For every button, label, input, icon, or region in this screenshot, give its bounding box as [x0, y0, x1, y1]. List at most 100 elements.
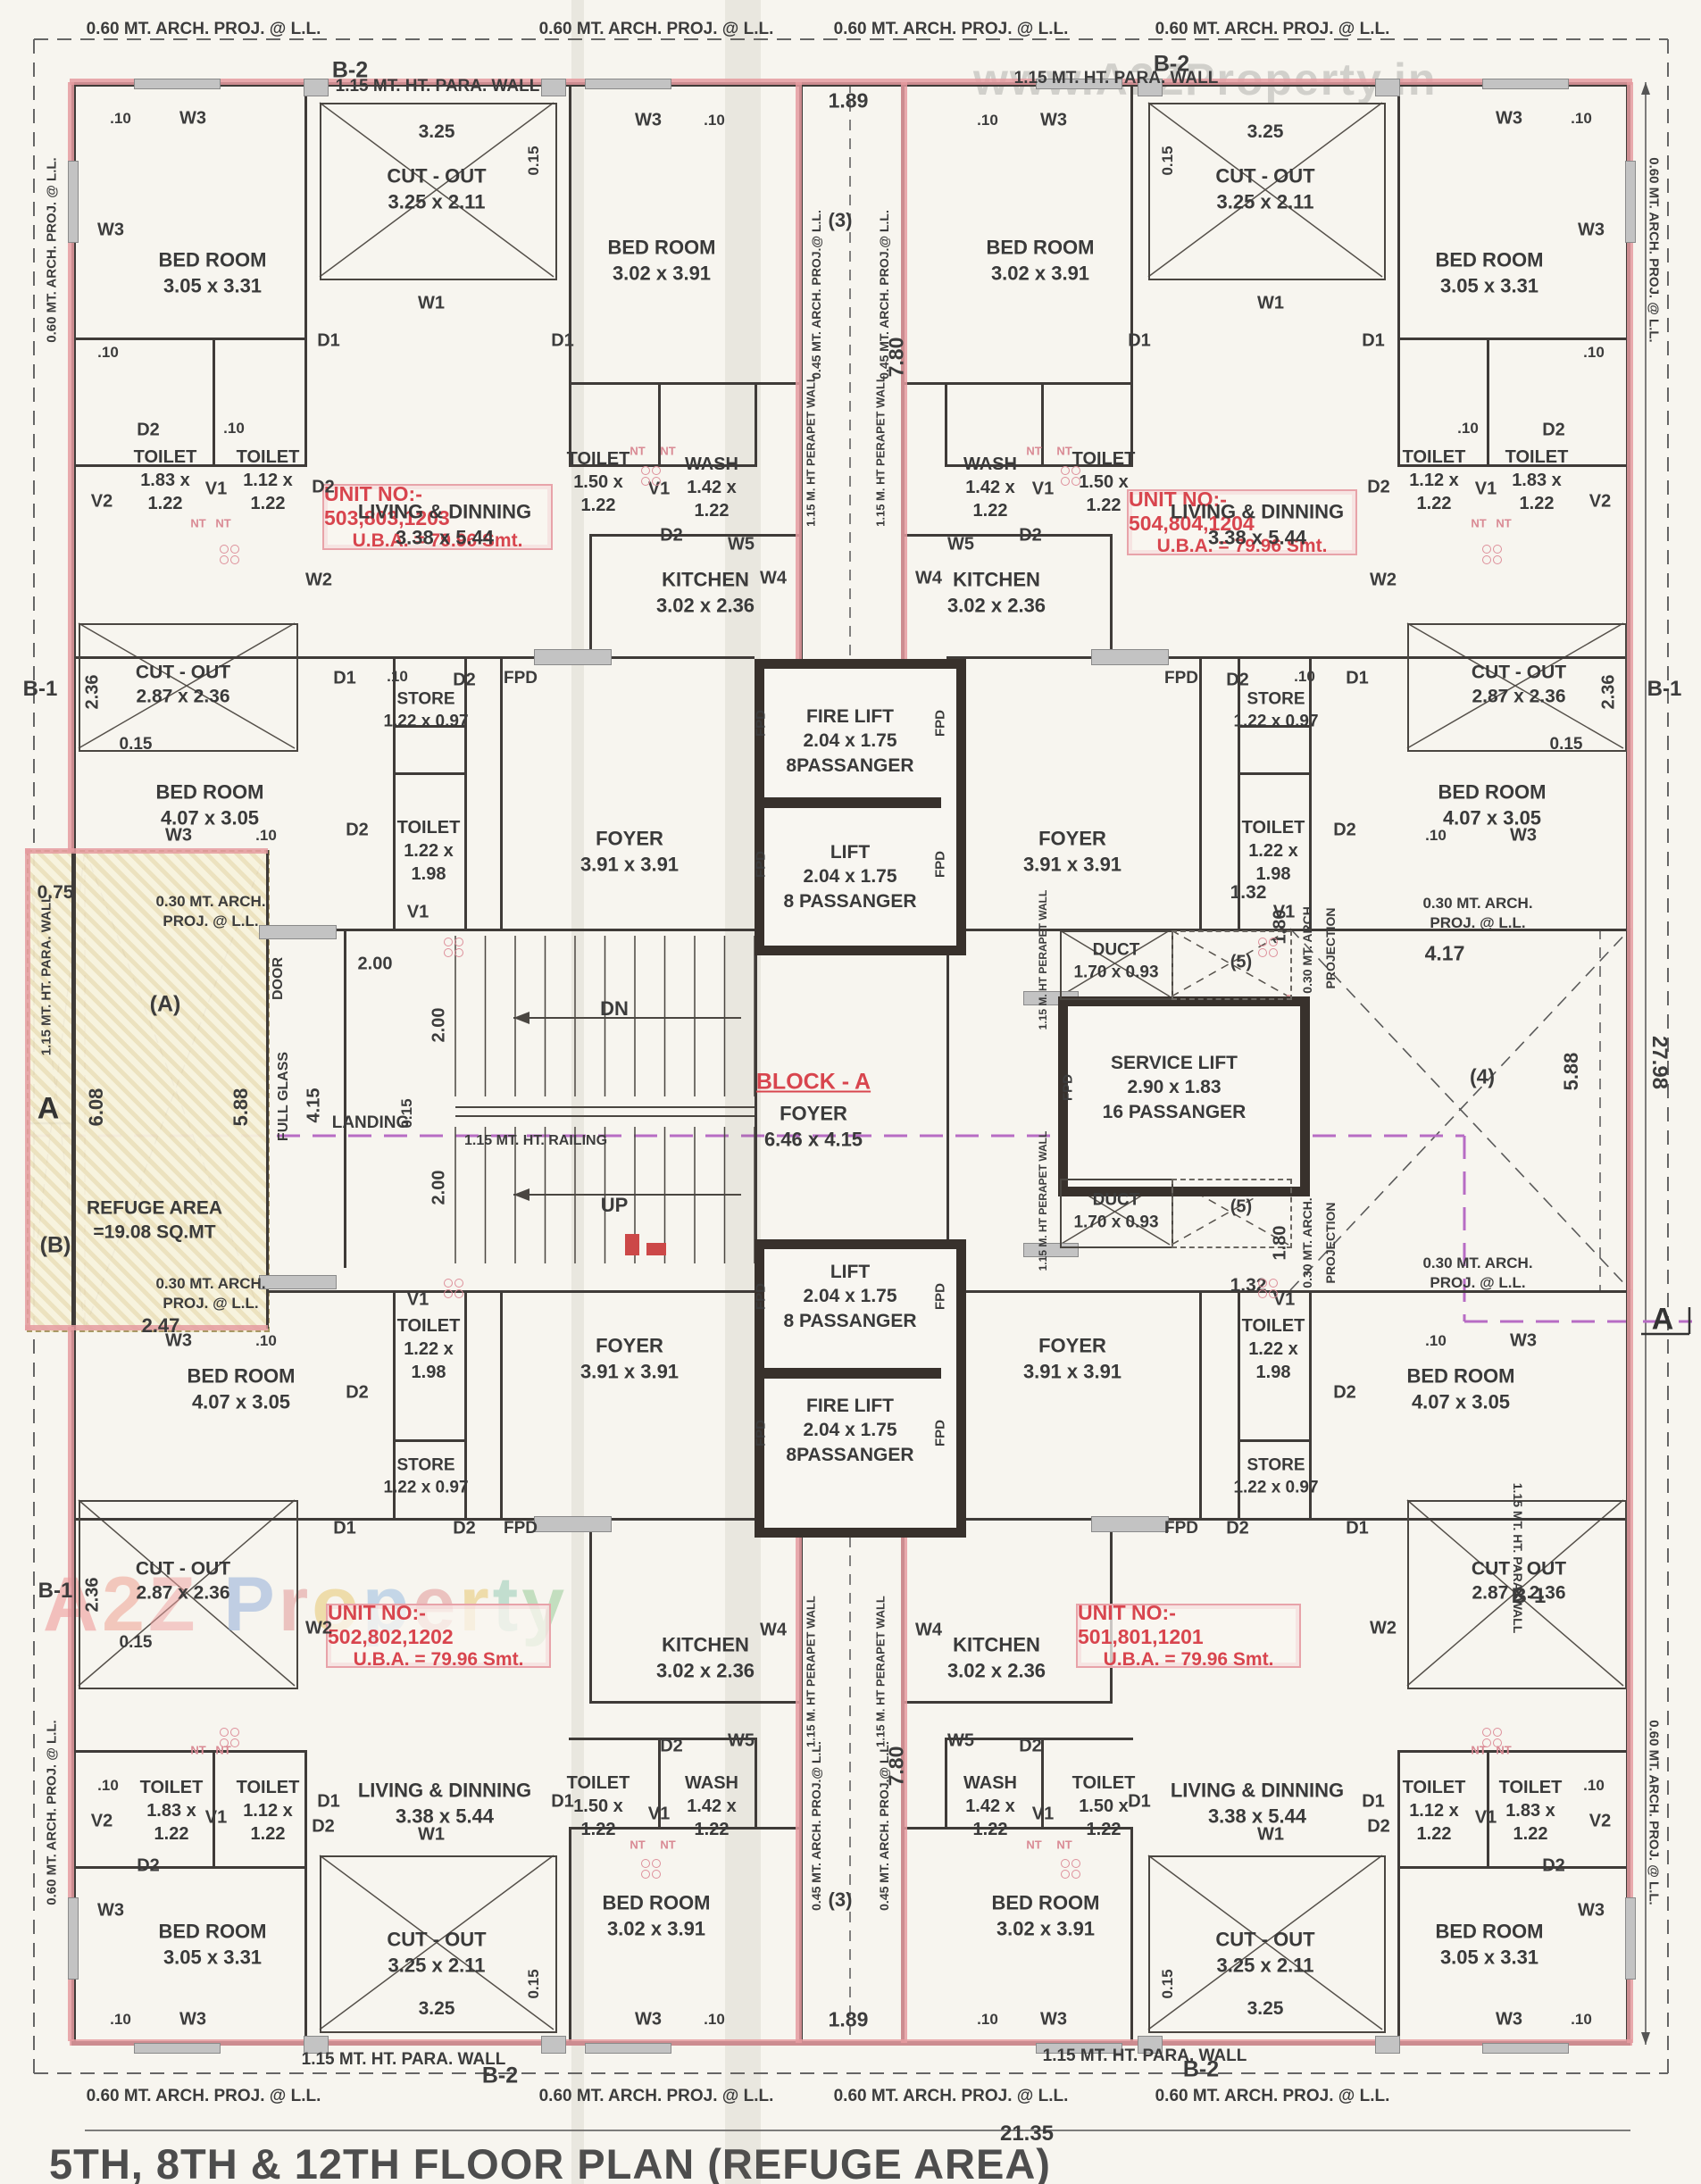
- fixture-dot: [1071, 477, 1080, 486]
- dim-label: W2: [1370, 570, 1397, 590]
- room-label-line: 1.12 x: [1409, 471, 1459, 490]
- fixture-dot: [1071, 466, 1080, 475]
- parapet-wall: [901, 82, 907, 661]
- room-label-line: 1.22 x: [404, 841, 454, 861]
- room-label-line: TOILET: [1071, 449, 1136, 469]
- room-label-line: 6.46 x 4.15: [763, 1128, 863, 1150]
- room-label-line: TOILET: [566, 449, 630, 469]
- dim-label: W4: [760, 568, 787, 588]
- dim-label: FPD: [932, 710, 948, 737]
- wall: [903, 382, 1133, 385]
- room-label-line: 1.22 x: [404, 1339, 454, 1359]
- dim-label: 0.60 MT. ARCH. PROJ. @ L.L.: [833, 2087, 1069, 2105]
- room-label-line: 3.02 x 3.91: [606, 1917, 706, 1939]
- dim-label: (5): [1230, 1196, 1253, 1217]
- block-name: BLOCK - A: [755, 1069, 871, 1095]
- dim-label: (4): [1469, 1064, 1496, 1088]
- fixture-dot: [1269, 948, 1278, 957]
- dim-label: 1.15 MT. HT. PARA. WALL: [301, 2050, 506, 2069]
- wall: [1199, 656, 1202, 929]
- dim-label: D2: [453, 670, 476, 690]
- arrow-head: [513, 1188, 529, 1201]
- dim-label: D2: [1542, 1855, 1565, 1876]
- opening: [259, 1275, 337, 1289]
- dim-label: W3: [1578, 1900, 1605, 1921]
- dim-label: V1: [1031, 1804, 1055, 1824]
- parapet-wall: [796, 82, 802, 661]
- unit-no: UNIT NO:- 504,804,1204: [1129, 488, 1255, 535]
- room-label-line: 1.50 x: [1079, 1796, 1129, 1816]
- fixture-symbol: [444, 938, 463, 957]
- dim-label: V1: [1474, 479, 1497, 499]
- dim-label: .10: [255, 1332, 277, 1349]
- fixture-dot: [230, 555, 239, 564]
- wall: [569, 1738, 755, 1740]
- wall: [1041, 1738, 1044, 1827]
- wall: [1397, 82, 1400, 338]
- dim-label: V1: [647, 1804, 671, 1824]
- fixture-dot: [641, 466, 650, 475]
- dim-label: V2: [90, 1811, 113, 1831]
- room-label-line: 1.22: [250, 494, 286, 513]
- wall: [213, 1750, 215, 1869]
- wall: [71, 338, 304, 340]
- plan-line: [1147, 102, 1383, 278]
- wall: [304, 1750, 307, 1869]
- dim-label: 1.15 M. HT PERAPET WALL: [873, 1596, 888, 1747]
- cutout-box: [1172, 930, 1292, 1000]
- wall: [755, 382, 757, 467]
- dim-label: W3: [635, 110, 662, 130]
- wall: [1238, 1290, 1240, 1518]
- dim-label: DOOR: [271, 957, 286, 1000]
- dim-label: 0.15: [119, 735, 153, 754]
- fixture-symbol: [220, 1728, 239, 1747]
- cutout-box: [1407, 1500, 1627, 1689]
- wall: [1397, 1866, 1400, 2043]
- room-label-line: 1.83 x: [1505, 1801, 1555, 1821]
- wall: [1487, 1750, 1489, 1869]
- dim-label: FPD: [1164, 1519, 1198, 1538]
- wall: [464, 656, 467, 929]
- dim-label: B-2: [1182, 2056, 1220, 2082]
- fixture-dot: [1482, 1728, 1491, 1737]
- dim-label: D1: [317, 1791, 340, 1812]
- cutout-box: [320, 1855, 557, 2033]
- dim-label: 1.15 M. HT PERAPET WALL: [1037, 889, 1049, 1030]
- room-label-line: BED ROOM: [1435, 1920, 1544, 1943]
- room-label-line: 3.25 x 2.11: [388, 1954, 486, 1976]
- room-label-line: SERVICE LIFT: [1111, 1053, 1238, 1074]
- fixture-dot: [1269, 938, 1278, 946]
- room-label-line: 1.22: [154, 1824, 189, 1844]
- fixture-dot: [454, 938, 463, 946]
- dim-label: W3: [1040, 2009, 1067, 2030]
- dim-label: W5: [947, 534, 974, 554]
- unit-uba: U.B.A. = 79.96 Smt.: [352, 530, 523, 551]
- room-label-line: 1.42 x: [687, 478, 737, 497]
- opening: [585, 79, 671, 89]
- opening: [1482, 2043, 1569, 2054]
- arrow-head: [1641, 82, 1650, 95]
- dim-label: 1.15 MT. HT. PARA. WALL: [1013, 69, 1219, 88]
- room-label-line: 3.38 x 5.44: [395, 526, 495, 548]
- wall: [569, 1827, 799, 1830]
- room-label-line: 1.22 x: [1248, 1339, 1298, 1359]
- wall: [464, 1290, 467, 1518]
- wall: [1397, 1750, 1630, 1753]
- dim-label: LANDING: [331, 1113, 410, 1132]
- dim-label: W3: [97, 220, 124, 240]
- dim-label: D2: [137, 420, 160, 440]
- opening: [1036, 2043, 1122, 2054]
- wall: [1309, 1290, 1312, 1518]
- room-label-line: 1.22: [694, 501, 730, 521]
- dim-label: .10: [97, 1777, 119, 1794]
- dim-label: W1: [1257, 1824, 1284, 1845]
- dim-label: 0.30 MT. ARCH.: [155, 893, 266, 910]
